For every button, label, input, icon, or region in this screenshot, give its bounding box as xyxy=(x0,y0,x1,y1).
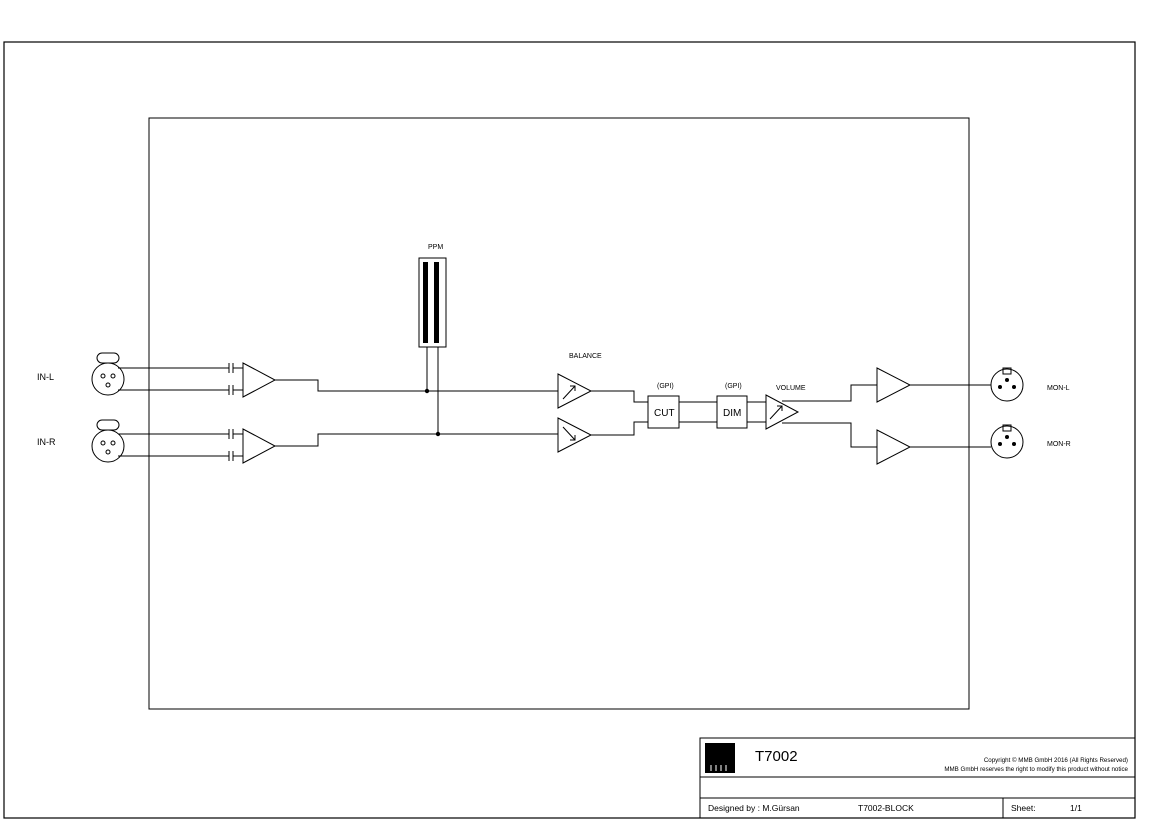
wire-volume-out-left xyxy=(782,384,877,402)
xlr-output-right-icon xyxy=(990,424,1024,459)
mmb-logo xyxy=(705,743,735,773)
output-amp-right-icon xyxy=(876,429,912,465)
in-l-label: IN-L xyxy=(37,372,54,382)
page-frame xyxy=(3,41,1136,819)
cut-label: CUT xyxy=(654,408,675,419)
balance-label: BALANCE xyxy=(569,353,602,360)
dim-label: DIM xyxy=(723,408,741,419)
device-outline xyxy=(148,117,970,710)
wire-balance-cut-right xyxy=(591,421,648,436)
copyright-line-1: Copyright © MMB GmbH 2016 (All Rights Re… xyxy=(984,757,1128,764)
cut-gpi-label: (GPI) xyxy=(657,383,674,390)
signal-path-left xyxy=(275,379,558,392)
ppm-label: PPM xyxy=(428,244,443,251)
dim-block xyxy=(716,395,748,429)
mon-l-label: MON-L xyxy=(1047,385,1070,392)
designed-by: Designed by : M.Gürsan xyxy=(708,803,800,813)
wire-balance-cut-left xyxy=(591,390,648,403)
sheet-label: Sheet: xyxy=(1011,803,1036,813)
volume-amp-icon xyxy=(765,394,800,430)
input-right-wiring xyxy=(118,429,243,461)
sheet-value: 1/1 xyxy=(1070,803,1082,813)
input-amp-left-icon xyxy=(242,362,277,398)
ppm-meter-icon xyxy=(418,257,447,437)
input-left-wiring xyxy=(118,363,243,395)
title-block xyxy=(699,737,1136,819)
balance-amp-left-icon xyxy=(557,373,593,409)
output-amp-left-icon xyxy=(876,367,912,403)
volume-label: VOLUME xyxy=(776,385,806,392)
balance-amp-right-icon xyxy=(557,417,593,453)
in-r-label: IN-R xyxy=(37,437,56,447)
signal-path-right xyxy=(275,433,558,447)
mon-r-label: MON-R xyxy=(1047,441,1071,448)
xlr-input-left-icon xyxy=(91,352,125,396)
copyright-line-2: MMB GmbH reserves the right to modify th… xyxy=(944,766,1128,773)
drawing-id: T7002-BLOCK xyxy=(858,803,914,813)
wire-volume-out-right xyxy=(782,422,877,448)
dim-gpi-label: (GPI) xyxy=(725,383,742,390)
cut-block xyxy=(647,395,680,429)
title-block-title: T7002 xyxy=(755,748,798,765)
xlr-output-left-icon xyxy=(990,367,1024,402)
input-amp-right-icon xyxy=(242,428,277,464)
xlr-input-right-icon xyxy=(91,419,125,463)
